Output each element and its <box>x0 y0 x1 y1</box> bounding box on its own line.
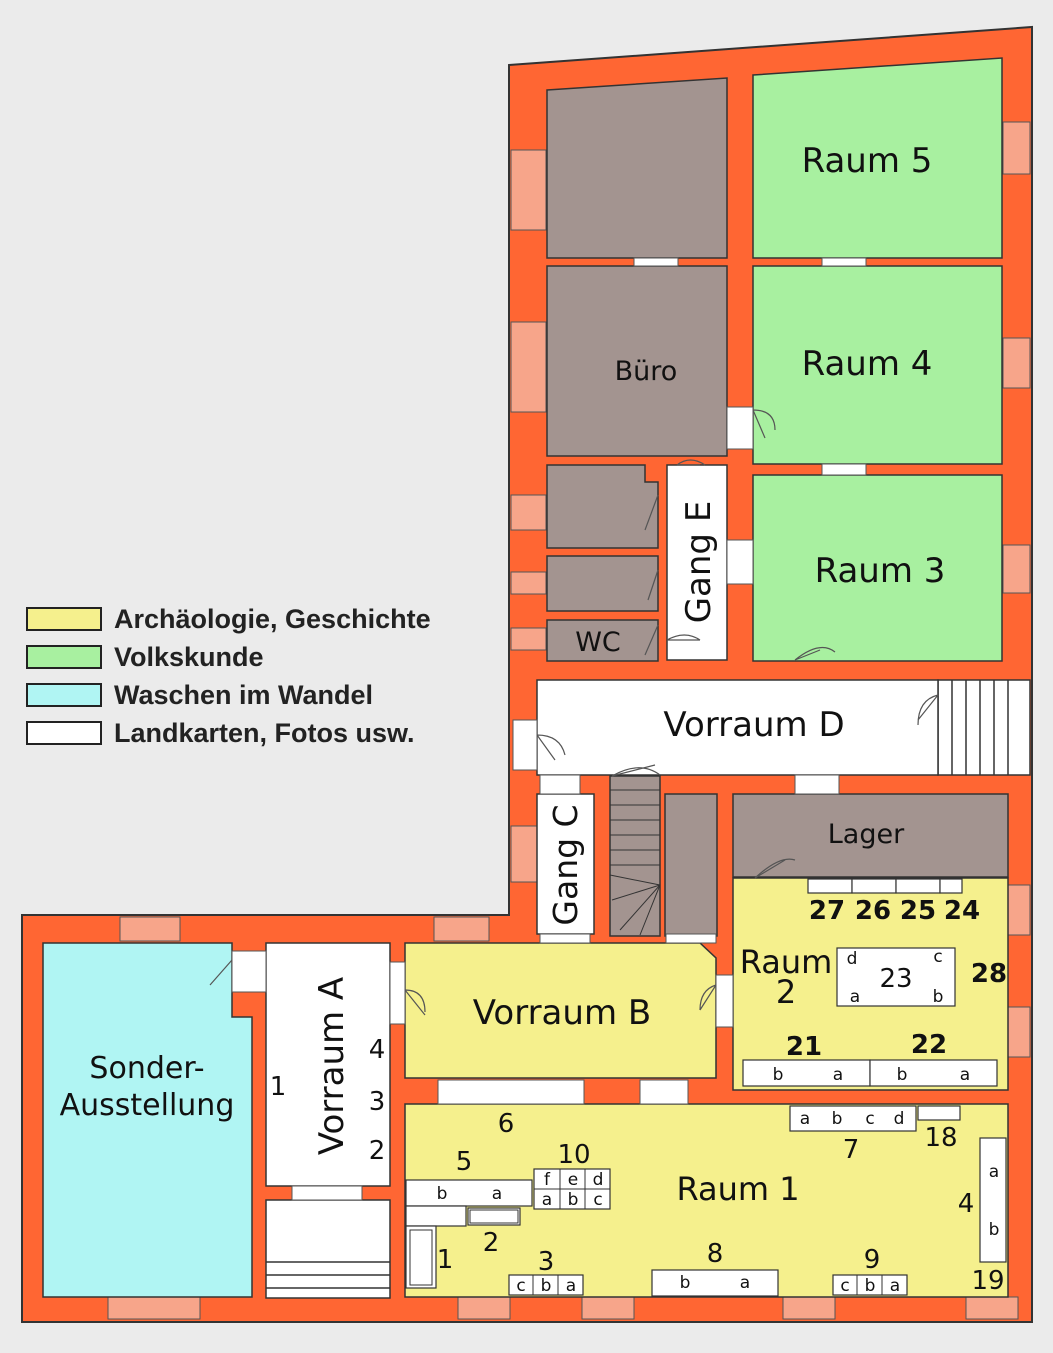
exhibit-number: 8 <box>707 1239 724 1269</box>
case-letter: c <box>933 947 942 967</box>
case-letter: b <box>541 1276 552 1296</box>
case-letter: b <box>865 1276 876 1296</box>
vorraum-a-numbers: 1 4 3 2 <box>270 1035 386 1166</box>
case-dividers <box>409 1169 883 1295</box>
exhibit-number: 4 <box>958 1189 975 1219</box>
case-letter: a <box>542 1190 552 1210</box>
raum2-letters: d c a b b a b a <box>773 947 971 1085</box>
legend-label: Archäologie, Geschichte <box>114 603 431 634</box>
exhibit-number: 23 <box>879 964 912 994</box>
label-buero: Büro <box>615 356 678 387</box>
legend-item-landkarten: Landkarten, Fotos usw. <box>26 714 431 752</box>
label-gang-e: Gang E <box>679 501 719 624</box>
label-sonder-line2: Ausstellung <box>60 1088 235 1123</box>
case-letter: b <box>773 1065 784 1085</box>
green-rooms <box>752 57 1003 662</box>
label-vorraum-a: Vorraum A <box>312 977 352 1155</box>
case-letter: d <box>593 1170 604 1190</box>
exhibit-number: 22 <box>911 1030 947 1060</box>
legend-item-volkskunde: Volkskunde <box>26 638 431 676</box>
label-raum-4: Raum 4 <box>802 344 933 384</box>
exhibit-number: 26 <box>855 896 891 926</box>
case-letter: b <box>933 987 944 1007</box>
case-letter: a <box>989 1162 999 1182</box>
case-letter: a <box>740 1273 750 1293</box>
label-gang-c: Gang C <box>546 804 585 925</box>
exhibit-number: 19 <box>971 1266 1004 1296</box>
case-letter: b <box>437 1184 448 1204</box>
label-sonder-line1: Sonder- <box>89 1051 204 1086</box>
case-letter: a <box>960 1065 970 1085</box>
exhibit-number: 1 <box>270 1072 287 1102</box>
exhibit-number: 2 <box>369 1136 386 1166</box>
case-letter: d <box>894 1109 905 1129</box>
legend-swatch <box>26 645 102 669</box>
windows <box>107 121 1031 1320</box>
exhibit-number: 18 <box>924 1123 957 1153</box>
exhibit-number: 2 <box>483 1228 500 1258</box>
exhibit-number: 21 <box>786 1032 822 1062</box>
case-letter: b <box>680 1273 691 1293</box>
legend-item-archaeology: Archäologie, Geschichte <box>26 600 431 638</box>
case-letter: c <box>865 1109 874 1129</box>
exhibit-number: 5 <box>456 1147 473 1177</box>
exhibit-number: 9 <box>864 1245 881 1275</box>
legend: Archäologie, Geschichte Volkskunde Wasch… <box>26 600 431 752</box>
raum1-numbers: 6 5 10 7 18 4 19 2 1 3 8 9 <box>437 1109 1005 1296</box>
case-letter: a <box>833 1065 843 1085</box>
case-letter: a <box>850 987 860 1007</box>
sonder-room <box>42 942 253 1298</box>
case-letter: a <box>800 1109 810 1129</box>
exhibit-number: 25 <box>900 896 936 926</box>
case-letter: a <box>566 1276 576 1296</box>
label-raum-5: Raum 5 <box>802 141 933 181</box>
case-letter: c <box>593 1190 602 1210</box>
case-letter: b <box>568 1190 579 1210</box>
label-raum-2-line1: Raum <box>740 943 833 981</box>
label-raum-2-line2: 2 <box>776 973 796 1011</box>
case-letter: d <box>847 949 858 969</box>
case-letter: f <box>544 1170 551 1190</box>
case-letter: a <box>492 1184 502 1204</box>
exhibit-number: 1 <box>437 1245 454 1275</box>
label-raum-1: Raum 1 <box>676 1170 799 1208</box>
legend-swatch <box>26 683 102 707</box>
label-vorraum-b: Vorraum B <box>473 993 651 1033</box>
display-cases <box>405 878 1007 1297</box>
legend-swatch <box>26 607 102 631</box>
legend-label: Landkarten, Fotos usw. <box>114 717 415 748</box>
staircase <box>265 679 1031 1299</box>
case-letter: b <box>989 1220 1000 1240</box>
exhibit-number: 28 <box>971 959 1007 989</box>
door-swings <box>209 409 939 1016</box>
label-lager: Lager <box>828 819 905 850</box>
case-letter: a <box>890 1276 900 1296</box>
case-letter: c <box>840 1276 849 1296</box>
exhibit-number: 6 <box>498 1109 515 1139</box>
exhibit-number: 7 <box>843 1135 860 1165</box>
raum1-letters: b a f e d a b c a b c d a b c b a b a c … <box>437 1109 1000 1296</box>
exhibit-number: 10 <box>557 1140 590 1170</box>
raum2-numbers: 27 26 25 24 23 28 21 22 <box>786 896 1007 1062</box>
label-vorraum-d: Vorraum D <box>663 705 844 745</box>
case-letter: b <box>897 1065 908 1085</box>
legend-item-waschen: Waschen im Wandel <box>26 676 431 714</box>
label-wc: WC <box>575 627 621 658</box>
exhibit-number: 27 <box>809 896 845 926</box>
exhibit-number: 3 <box>369 1087 386 1117</box>
corridors <box>265 464 939 1187</box>
case-letter: c <box>516 1276 525 1296</box>
exhibit-number: 4 <box>369 1035 386 1065</box>
label-raum-3: Raum 3 <box>815 551 946 591</box>
exhibit-number: 3 <box>538 1247 555 1277</box>
legend-swatch <box>26 721 102 745</box>
doorways <box>231 257 867 1201</box>
case-letter: e <box>568 1170 578 1190</box>
case-letter: b <box>832 1109 843 1129</box>
legend-label: Volkskunde <box>114 641 264 672</box>
exhibit-number: 24 <box>944 896 980 926</box>
legend-label: Waschen im Wandel <box>114 679 374 710</box>
